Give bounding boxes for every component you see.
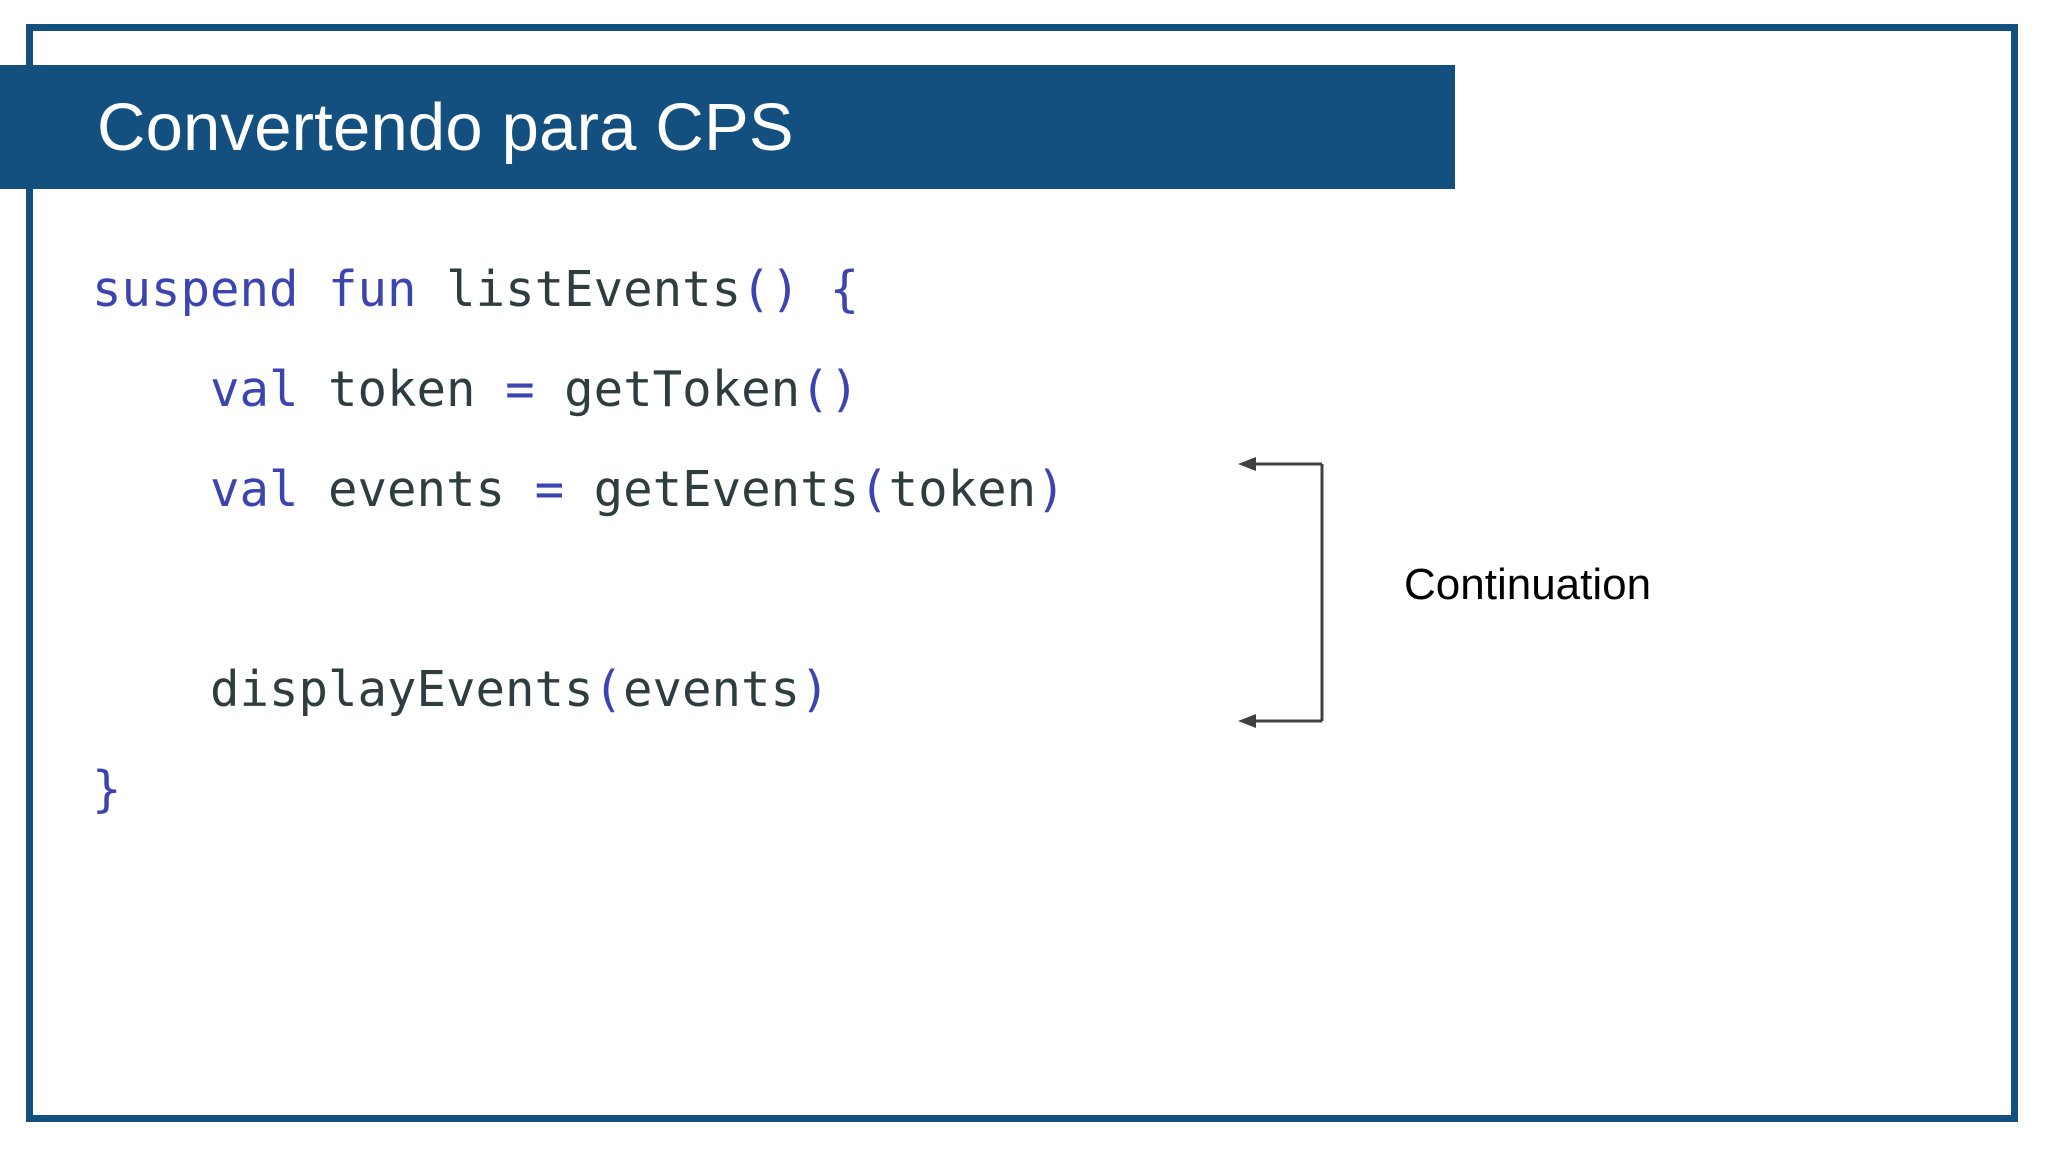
code-token: ( bbox=[859, 461, 889, 518]
code-token: getEvents bbox=[593, 461, 860, 518]
code-line: val events = getEvents(token) bbox=[92, 440, 1066, 540]
code-line: } bbox=[92, 740, 1066, 840]
code-line: displayEvents(events) bbox=[92, 640, 1066, 740]
code-token: } bbox=[92, 761, 122, 818]
code-token bbox=[505, 461, 535, 518]
code-token: = bbox=[505, 361, 535, 418]
code-token bbox=[92, 461, 210, 518]
code-token: events bbox=[623, 661, 801, 718]
code-token: token bbox=[888, 461, 1037, 518]
code-token: getToken bbox=[564, 361, 801, 418]
code-token: () bbox=[800, 361, 860, 418]
code-token: { bbox=[829, 261, 860, 318]
code-token: listEvents bbox=[446, 261, 742, 318]
code-token bbox=[299, 261, 329, 318]
code-token: events bbox=[328, 461, 506, 518]
code-token bbox=[800, 261, 830, 318]
code-token bbox=[476, 361, 506, 418]
code-token bbox=[299, 461, 329, 518]
code-token bbox=[564, 461, 594, 518]
title-banner: Convertendo para CPS bbox=[0, 65, 1455, 189]
code-line: suspend fun listEvents() { bbox=[92, 240, 1066, 340]
code-line bbox=[92, 540, 1066, 640]
code-token: fun bbox=[328, 261, 417, 318]
code-token: ) bbox=[1036, 461, 1066, 518]
code-token: () bbox=[741, 261, 801, 318]
code-block: suspend fun listEvents() { val token = g… bbox=[92, 240, 1066, 840]
code-token: displayEvents bbox=[210, 661, 594, 718]
code-token bbox=[417, 261, 447, 318]
code-token: suspend bbox=[92, 261, 299, 318]
code-token bbox=[92, 361, 210, 418]
code-token: token bbox=[328, 361, 476, 418]
code-token bbox=[299, 361, 329, 418]
code-token: ( bbox=[593, 661, 624, 718]
code-token bbox=[92, 561, 122, 618]
continuation-label: Continuation bbox=[1404, 560, 1652, 609]
code-token: val bbox=[210, 461, 299, 518]
slide-border-frame bbox=[26, 24, 2018, 1122]
code-token: val bbox=[210, 361, 299, 418]
code-token: ) bbox=[800, 661, 830, 718]
code-token: = bbox=[534, 461, 565, 518]
page-title: Convertendo para CPS bbox=[97, 89, 794, 165]
code-line: val token = getToken() bbox=[92, 340, 1066, 440]
code-token bbox=[535, 361, 565, 418]
code-token bbox=[92, 661, 210, 718]
